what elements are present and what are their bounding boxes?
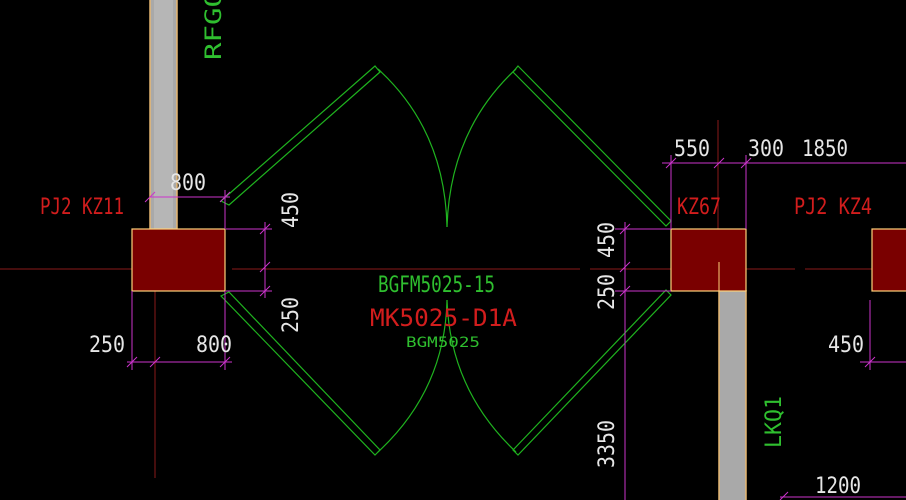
door-swing-arc	[377, 68, 448, 228]
label-wall-top[interactable]: RFGQ	[202, 0, 227, 60]
wall-fill	[719, 290, 746, 500]
dim-tick	[149, 356, 161, 368]
dim-text-top-left-800: 800	[170, 171, 206, 196]
extension-lines	[154, 120, 719, 478]
dim-tick	[259, 261, 271, 273]
dim-text-mid-v-3350: 3350	[595, 420, 620, 468]
dim-tick	[779, 491, 789, 500]
column-kz67[interactable]	[670, 228, 747, 292]
dim-tick	[144, 191, 156, 203]
door-swing-arc	[446, 299, 517, 453]
dim-tick	[619, 285, 631, 297]
dim-text-left-v-250: 250	[279, 297, 304, 333]
door-leaves[interactable]	[219, 65, 672, 456]
column-kz4[interactable]	[871, 228, 906, 292]
dim-tick	[619, 223, 631, 235]
dim-tick	[259, 285, 271, 297]
dim-text-left-v-450: 450	[279, 192, 304, 228]
label-door-mid[interactable]: MK5025-D1A	[370, 304, 518, 332]
dim-text-top-1850: 1850	[802, 137, 848, 162]
column-kz11[interactable]	[131, 228, 226, 292]
dim-text-mid-v-250: 250	[595, 274, 620, 310]
door-swing-arc	[446, 68, 517, 228]
label-door-bottom[interactable]: BGM5025	[406, 335, 480, 351]
dim-tick	[713, 157, 725, 169]
dim-text-right-450: 450	[828, 333, 864, 358]
dimension-lines	[126, 155, 906, 500]
dim-text-top-300: 300	[748, 137, 784, 162]
label-column-mid[interactable]: KZ67	[677, 195, 721, 220]
label-wall-right[interactable]: LKQ1	[762, 396, 787, 448]
door-swing-arc	[377, 299, 448, 453]
dim-tick	[619, 261, 631, 273]
label-column-left[interactable]: PJ2 KZ11	[40, 195, 124, 220]
wall-rfgq[interactable]	[149, 0, 178, 229]
door-leaf-lower-right	[512, 289, 672, 456]
label-door-top[interactable]: BGFM5025-15	[378, 273, 495, 298]
labels: PJ2 KZ11 KZ67 PJ2 KZ4 RFGQ LKQ1 BGFM5025…	[40, 0, 872, 499]
dim-text-bottom-left-250: 250	[89, 333, 125, 358]
wall-lkq1[interactable]	[718, 290, 747, 500]
dim-text-top-550: 550	[674, 137, 710, 162]
dim-text-bottom-right-1200: 1200	[815, 474, 861, 499]
door-leaf-upper-left	[219, 65, 381, 206]
dim-text-bottom-left-800: 800	[196, 333, 232, 358]
label-column-right[interactable]: PJ2 KZ4	[794, 195, 872, 220]
dim-tick	[259, 223, 271, 235]
dim-text-mid-v-450: 450	[595, 222, 620, 258]
wall-inner-gap	[154, 0, 173, 229]
